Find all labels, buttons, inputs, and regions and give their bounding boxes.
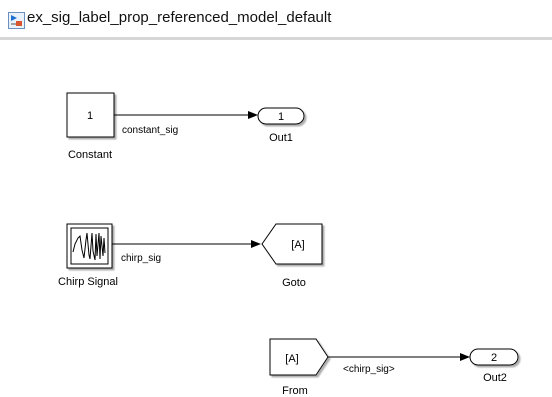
constant-sig-line[interactable] — [114, 111, 258, 119]
from-block[interactable]: [A] — [269, 338, 329, 376]
chirp-waveform-icon — [72, 232, 106, 261]
goto-block[interactable]: [A] — [261, 223, 323, 265]
chirp-sig-label: chirp_sig — [121, 253, 161, 264]
out1-block-label: Out1 — [269, 132, 293, 144]
chirp-block-label: Chirp Signal — [58, 276, 118, 288]
model-title: ex_sig_label_prop_referenced_model_defau… — [27, 9, 332, 26]
block-diagram: 1 Constant constant_sig 1 Out1 Chirp Sig… — [58, 92, 519, 397]
from-tag: [A] — [285, 353, 298, 365]
chirp-sig-line[interactable] — [112, 240, 261, 248]
model-canvas[interactable]: 1 Constant constant_sig 1 Out1 Chirp Sig… — [0, 40, 552, 397]
constant-value: 1 — [87, 110, 93, 122]
constant-sig-label: constant_sig — [122, 125, 178, 136]
propagated-sig-label: <chirp_sig> — [343, 364, 395, 375]
chirp-signal-block[interactable] — [66, 223, 113, 269]
goto-block-label: Goto — [282, 277, 306, 289]
chirp-icon — [70, 227, 109, 265]
constant-block[interactable]: 1 — [66, 92, 115, 138]
goto-tag: [A] — [291, 239, 304, 251]
title-separator — [0, 37, 552, 40]
out2-block[interactable]: 2 — [469, 348, 519, 366]
out1-port-number: 1 — [278, 111, 284, 123]
out2-port-number: 2 — [491, 352, 497, 364]
constant-block-label: Constant — [68, 149, 112, 161]
simulink-model-icon — [8, 12, 25, 29]
from-block-label: From — [282, 385, 308, 397]
title-bar: ex_sig_label_prop_referenced_model_defau… — [0, 0, 552, 40]
out1-block[interactable]: 1 — [257, 107, 305, 125]
out2-block-label: Out2 — [483, 372, 507, 384]
propagated-sig-line[interactable] — [328, 353, 470, 361]
